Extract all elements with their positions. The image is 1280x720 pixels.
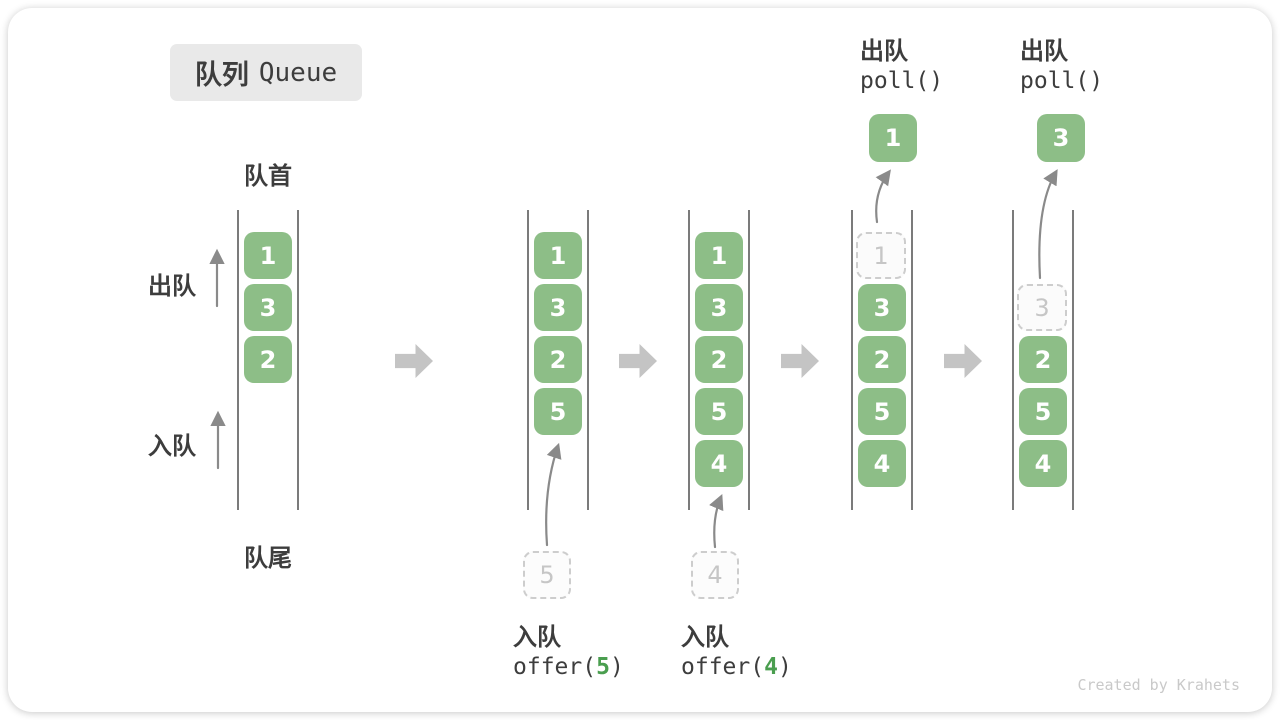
action-label-code: offer(4) bbox=[681, 654, 792, 680]
queue-cell: 2 bbox=[534, 336, 582, 383]
pending-value-box-4: 4 bbox=[691, 551, 739, 599]
queue-wall-left-icon bbox=[527, 210, 529, 510]
queue-cell: 3 bbox=[534, 284, 582, 331]
queue-cell: 3 bbox=[244, 284, 292, 331]
queue-stage-5: 3 2 5 4 bbox=[1012, 210, 1074, 510]
queue-front-label: 队首 bbox=[244, 163, 292, 190]
queue-wall-right-icon bbox=[1072, 210, 1074, 510]
queue-stage-4: 1 3 2 5 4 bbox=[851, 210, 913, 510]
code-post: ) bbox=[609, 654, 624, 680]
code-pre: poll() bbox=[1020, 68, 1104, 94]
queue-wall-right-icon bbox=[748, 210, 750, 510]
queue-cell: 2 bbox=[695, 336, 743, 383]
dequeue-direction-label: 出队 bbox=[148, 273, 196, 300]
queue-wall-left-icon bbox=[688, 210, 690, 510]
queue-stage-2: 1 3 2 5 bbox=[527, 210, 589, 510]
queue-cell: 4 bbox=[695, 440, 743, 487]
enqueue-action-offer5: 入队 offer(5) bbox=[513, 617, 624, 680]
enqueue-action-offer4: 入队 offer(4) bbox=[681, 617, 792, 680]
queue-wall-right-icon bbox=[297, 210, 299, 510]
queue-cell-ghost: 1 bbox=[856, 232, 906, 279]
action-label-zh: 入队 bbox=[513, 624, 561, 651]
action-label-code: poll() bbox=[1020, 68, 1103, 94]
title-zh: 队列 bbox=[194, 60, 249, 90]
queue-cell: 2 bbox=[858, 336, 906, 383]
queue-stage-1: 1 3 2 bbox=[237, 210, 299, 510]
queue-stage-3: 1 3 2 5 4 bbox=[688, 210, 750, 510]
action-label-zh: 出队 bbox=[860, 38, 908, 65]
queue-cell: 4 bbox=[858, 440, 906, 487]
code-pre: offer( bbox=[513, 654, 597, 680]
queue-cell: 3 bbox=[695, 284, 743, 331]
title-badge: 队列 Queue bbox=[170, 44, 362, 101]
queue-wall-left-icon bbox=[851, 210, 853, 510]
watermark: Created by Krahets bbox=[1077, 676, 1240, 694]
queue-cell: 2 bbox=[244, 336, 292, 383]
code-post: ) bbox=[777, 654, 792, 680]
dequeue-action-poll-1: 出队 poll() bbox=[860, 31, 943, 94]
action-label-code: poll() bbox=[860, 68, 943, 94]
queue-rear-label: 队尾 bbox=[244, 545, 292, 572]
queue-cells: 1 3 2 5 4 bbox=[688, 210, 750, 510]
code-arg: 5 bbox=[596, 654, 610, 680]
queue-wall-left-icon bbox=[1012, 210, 1014, 510]
queue-wall-right-icon bbox=[911, 210, 913, 510]
title-en: Queue bbox=[258, 57, 338, 88]
code-pre: poll() bbox=[860, 68, 944, 94]
popped-value-box-3: 3 bbox=[1037, 114, 1085, 162]
queue-cell: 4 bbox=[1019, 440, 1067, 487]
queue-cells: 1 3 2 5 4 bbox=[851, 210, 913, 510]
enqueue-direction-label: 入队 bbox=[148, 433, 196, 460]
pending-value-box-5: 5 bbox=[523, 551, 571, 599]
queue-cell: 5 bbox=[858, 388, 906, 435]
queue-cell-ghost: 3 bbox=[1017, 284, 1067, 331]
queue-cell: 3 bbox=[858, 284, 906, 331]
queue-cell: 1 bbox=[244, 232, 292, 279]
queue-cell: 1 bbox=[695, 232, 743, 279]
queue-cells: 1 3 2 5 bbox=[527, 210, 589, 510]
queue-cell: 5 bbox=[534, 388, 582, 435]
queue-cell: 1 bbox=[534, 232, 582, 279]
code-arg: 4 bbox=[764, 654, 778, 680]
action-label-code: offer(5) bbox=[513, 654, 624, 680]
queue-cell: 5 bbox=[695, 388, 743, 435]
dequeue-action-poll-2: 出队 poll() bbox=[1020, 31, 1103, 94]
popped-value-box-1: 1 bbox=[869, 114, 917, 162]
queue-cells: 3 2 5 4 bbox=[1012, 210, 1074, 510]
queue-cells: 1 3 2 bbox=[237, 210, 299, 510]
queue-wall-right-icon bbox=[587, 210, 589, 510]
queue-wall-left-icon bbox=[237, 210, 239, 510]
queue-cell: 5 bbox=[1019, 388, 1067, 435]
action-label-zh: 入队 bbox=[681, 624, 729, 651]
code-pre: offer( bbox=[681, 654, 765, 680]
action-label-zh: 出队 bbox=[1020, 38, 1068, 65]
queue-cell: 2 bbox=[1019, 336, 1067, 383]
